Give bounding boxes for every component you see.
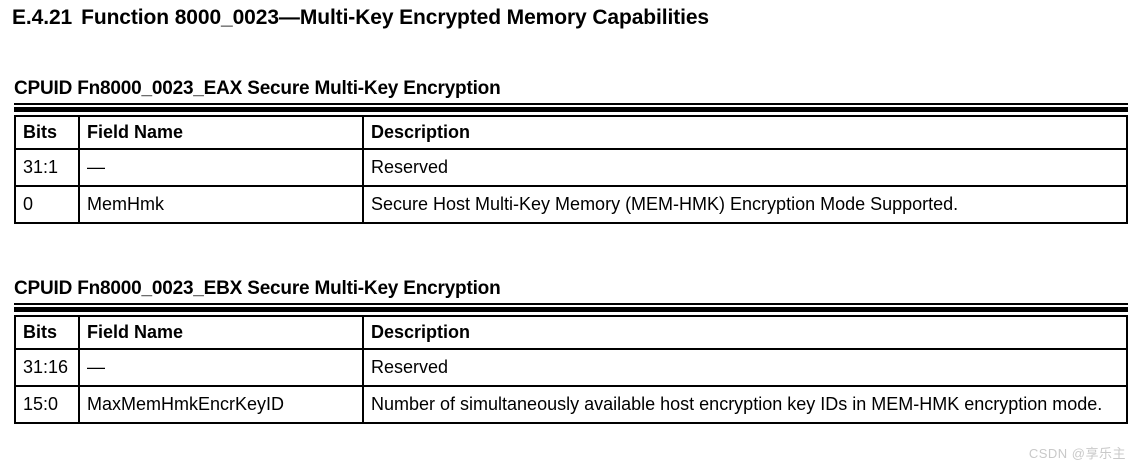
column-header-bits: Bits <box>14 315 80 350</box>
cell-description: Reserved <box>362 348 1128 387</box>
column-header-description: Description <box>362 315 1128 350</box>
cell-bits: 15:0 <box>14 385 80 424</box>
cell-description: Reserved <box>362 148 1128 187</box>
bitfield-table-ebx: Bits Field Name Description 31:16 — Rese… <box>14 315 1128 424</box>
cell-bits: 0 <box>14 185 80 224</box>
heading-rule-thick-ebx <box>14 307 1128 312</box>
heading-rule-gap-ebx <box>14 305 1128 307</box>
table-row: 31:16 — Reserved <box>14 348 1128 387</box>
column-header-field-name: Field Name <box>78 315 364 350</box>
cell-field-name: — <box>78 348 364 387</box>
table-row: 31:1 — Reserved <box>14 148 1128 187</box>
heading-rule-thin-eax <box>14 103 1128 105</box>
column-header-description: Description <box>362 115 1128 150</box>
table-row: 15:0 MaxMemHmkEncrKeyID Number of simult… <box>14 385 1128 424</box>
table-header-row: Bits Field Name Description <box>14 315 1128 350</box>
section-number: E.4.21 <box>12 6 73 29</box>
heading-rule-thick-eax <box>14 107 1128 112</box>
table-block-ebx: CPUID Fn8000_0023_EBX Secure Multi-Key E… <box>14 278 1128 424</box>
heading-rule-gap-eax <box>14 105 1128 107</box>
cell-field-name: MaxMemHmkEncrKeyID <box>78 385 364 424</box>
table-header-row: Bits Field Name Description <box>14 115 1128 150</box>
column-header-field-name: Field Name <box>78 115 364 150</box>
watermark: CSDN @享乐主 <box>1028 446 1126 461</box>
cell-description: Number of simultaneously available host … <box>362 385 1128 424</box>
page-title: E.4.21 Function 8000_0023—Multi-Key Encry… <box>12 6 709 30</box>
cell-bits: 31:1 <box>14 148 80 187</box>
table-heading-eax: CPUID Fn8000_0023_EAX Secure Multi-Key E… <box>14 78 501 99</box>
table-heading-ebx: CPUID Fn8000_0023_EBX Secure Multi-Key E… <box>14 278 501 299</box>
cell-description: Secure Host Multi-Key Memory (MEM-HMK) E… <box>362 185 1128 224</box>
bitfield-table-eax: Bits Field Name Description 31:1 — Reser… <box>14 115 1128 224</box>
cell-bits: 31:16 <box>14 348 80 387</box>
section-title-text: Function 8000_0023—Multi-Key Encrypted M… <box>81 6 710 29</box>
table-block-eax: CPUID Fn8000_0023_EAX Secure Multi-Key E… <box>14 78 1128 224</box>
cell-field-name: MemHmk <box>78 185 364 224</box>
table-row: 0 MemHmk Secure Host Multi-Key Memory (M… <box>14 185 1128 224</box>
cell-field-name: — <box>78 148 364 187</box>
heading-rule-thin-ebx <box>14 303 1128 305</box>
column-header-bits: Bits <box>14 115 80 150</box>
